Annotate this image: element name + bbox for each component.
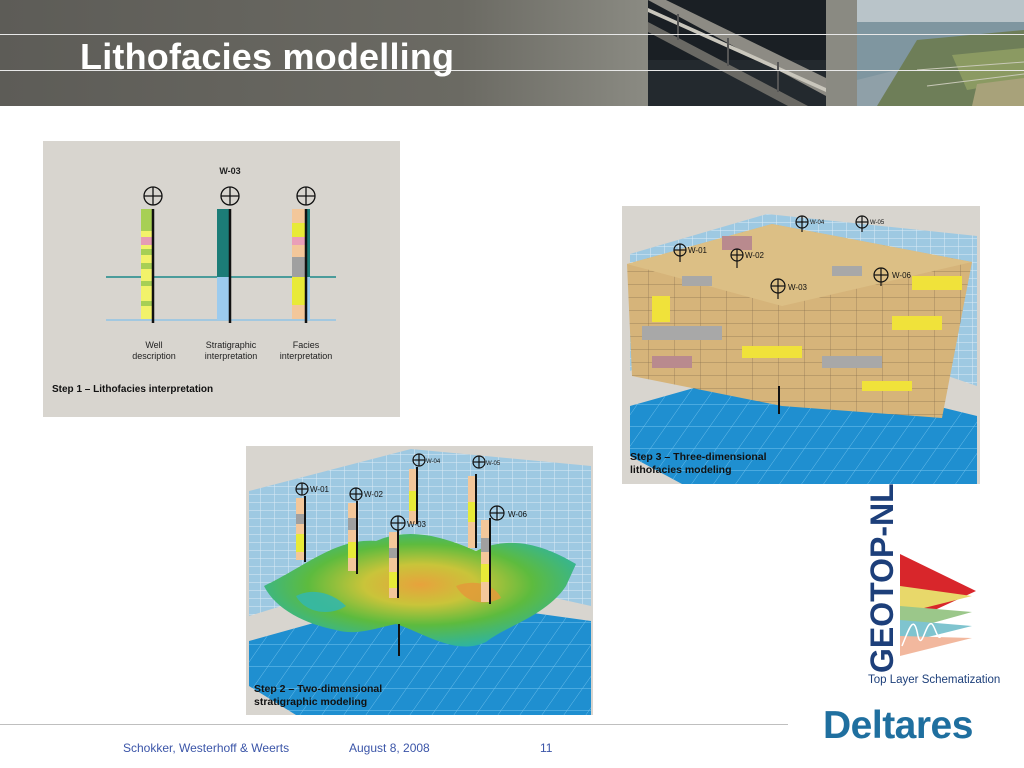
step3-label-w04: W-04 — [810, 220, 825, 226]
step3-panel: W-01 W-02 W-03 W-04 W-05 W-06 Step 3 – T… — [622, 206, 980, 484]
step3-well-markers — [673, 215, 889, 299]
step2-label-w06: W-06 — [508, 510, 528, 519]
step2-label-w01: W-01 — [310, 485, 330, 494]
step3-label-w02: W-02 — [745, 251, 765, 260]
header-bar: Lithofacies modelling — [0, 0, 1024, 106]
step3-label-w01: W-01 — [688, 246, 708, 255]
geotop-logo: GEOTOP-NL Top Layer Schematization — [862, 483, 1012, 688]
page-number: 11 — [540, 741, 553, 755]
step2-label-w04: W-04 — [426, 459, 441, 465]
geotop-tagline: Top Layer Schematization — [868, 674, 1001, 686]
step3-label-w03: W-03 — [788, 283, 808, 292]
step3-label-w05: W-05 — [870, 220, 885, 226]
step2-label-w02: W-02 — [364, 490, 384, 499]
step1-facies-label: Facies interpretation — [279, 340, 333, 361]
footer-date: August 8, 2008 — [349, 741, 430, 755]
step2-label-w03: W-03 — [407, 520, 427, 529]
step2-caption: Step 2 – Two-dimensional stratigraphic m… — [254, 683, 383, 708]
footer-rule — [0, 724, 788, 725]
geotop-wordmark: GEOTOP-NL — [864, 483, 900, 673]
step1-well-description-label: Well description — [132, 340, 176, 361]
step2-panel: W-01 W-02 W-03 W-04 W-05 W-06 Step 2 – T… — [246, 446, 593, 715]
step1-well-id: W-03 — [219, 166, 241, 176]
step1-stratigraphic-label: Stratigraphic interpretation — [204, 340, 258, 361]
step2-label-w05: W-05 — [486, 461, 501, 467]
header-rule-top — [0, 34, 1024, 35]
footer-authors: Schokker, Westerhoff & Weerts — [123, 741, 290, 755]
step1-panel: W-03 Well description Stratigraphic inte… — [43, 141, 400, 417]
step3-label-w06: W-06 — [892, 271, 912, 280]
bridge-photo — [648, 0, 826, 106]
slide-title: Lithofacies modelling — [80, 36, 455, 77]
step3-caption: Step 3 – Three-dimensional lithofacies m… — [630, 451, 767, 476]
deltares-logo: Deltares — [823, 704, 973, 747]
step1-caption: Step 1 – Lithofacies interpretation — [52, 384, 214, 395]
header-rule-bottom — [0, 70, 1024, 71]
delta-aerial-photo — [857, 0, 1024, 106]
